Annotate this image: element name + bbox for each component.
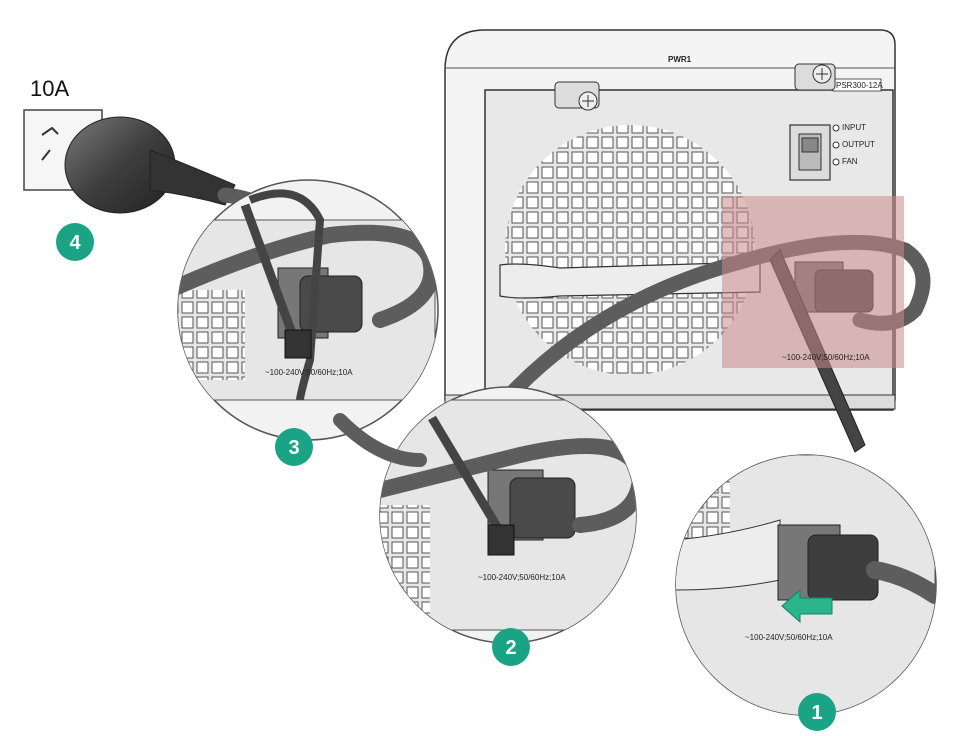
svg-text:1: 1 <box>811 702 822 724</box>
power-supply-module: PWR1 PSR300-12A INPUT OUTPUT <box>444 29 931 453</box>
led-label-output: OUTPUT <box>842 140 875 149</box>
captive-screw-left-icon <box>554 81 600 111</box>
step-badge-2: 2 <box>492 628 530 666</box>
detail-circle-1: ~100-240V;50/60Hz;10A <box>675 454 937 716</box>
slot-label: PWR1 <box>668 55 692 64</box>
ac-rating-label-2: ~100-240V;50/60Hz;10A <box>478 573 566 582</box>
outlet-rating: 10A <box>30 76 69 101</box>
svg-text:2: 2 <box>505 637 516 659</box>
fan-vent-grille <box>505 125 755 375</box>
power-plug <box>64 116 308 238</box>
model-label: PSR300-12A <box>836 81 883 90</box>
svg-text:3: 3 <box>288 437 299 459</box>
svg-text:4: 4 <box>69 232 81 254</box>
ac-rating-label-3: ~100-240V;50/60Hz;10A <box>265 368 353 377</box>
captive-screw-right-icon <box>794 63 836 91</box>
led-label-input: INPUT <box>842 123 866 132</box>
detail-circle-2: ~100-240V;50/60Hz;10A <box>379 386 637 644</box>
detail-circle-3: ~100-240V;50/60Hz;10A <box>177 179 439 441</box>
ac-rating-label: ~100-240V;50/60Hz;10A <box>782 353 870 362</box>
connecting-cable <box>333 413 427 467</box>
led-label-fan: FAN <box>842 157 858 166</box>
highlight-box <box>722 196 904 368</box>
step-badge-3: 3 <box>275 428 313 466</box>
insert-arrow-icon <box>781 588 833 624</box>
ac-rating-label-1: ~100-240V;50/60Hz;10A <box>745 633 833 642</box>
status-leds: INPUT OUTPUT FAN <box>832 123 875 166</box>
power-switch-icon <box>789 124 831 181</box>
step-badge-1: 1 <box>798 693 836 731</box>
model-label-plate: PSR300-12A <box>832 78 883 92</box>
step-badge-4: 4 <box>56 223 94 261</box>
